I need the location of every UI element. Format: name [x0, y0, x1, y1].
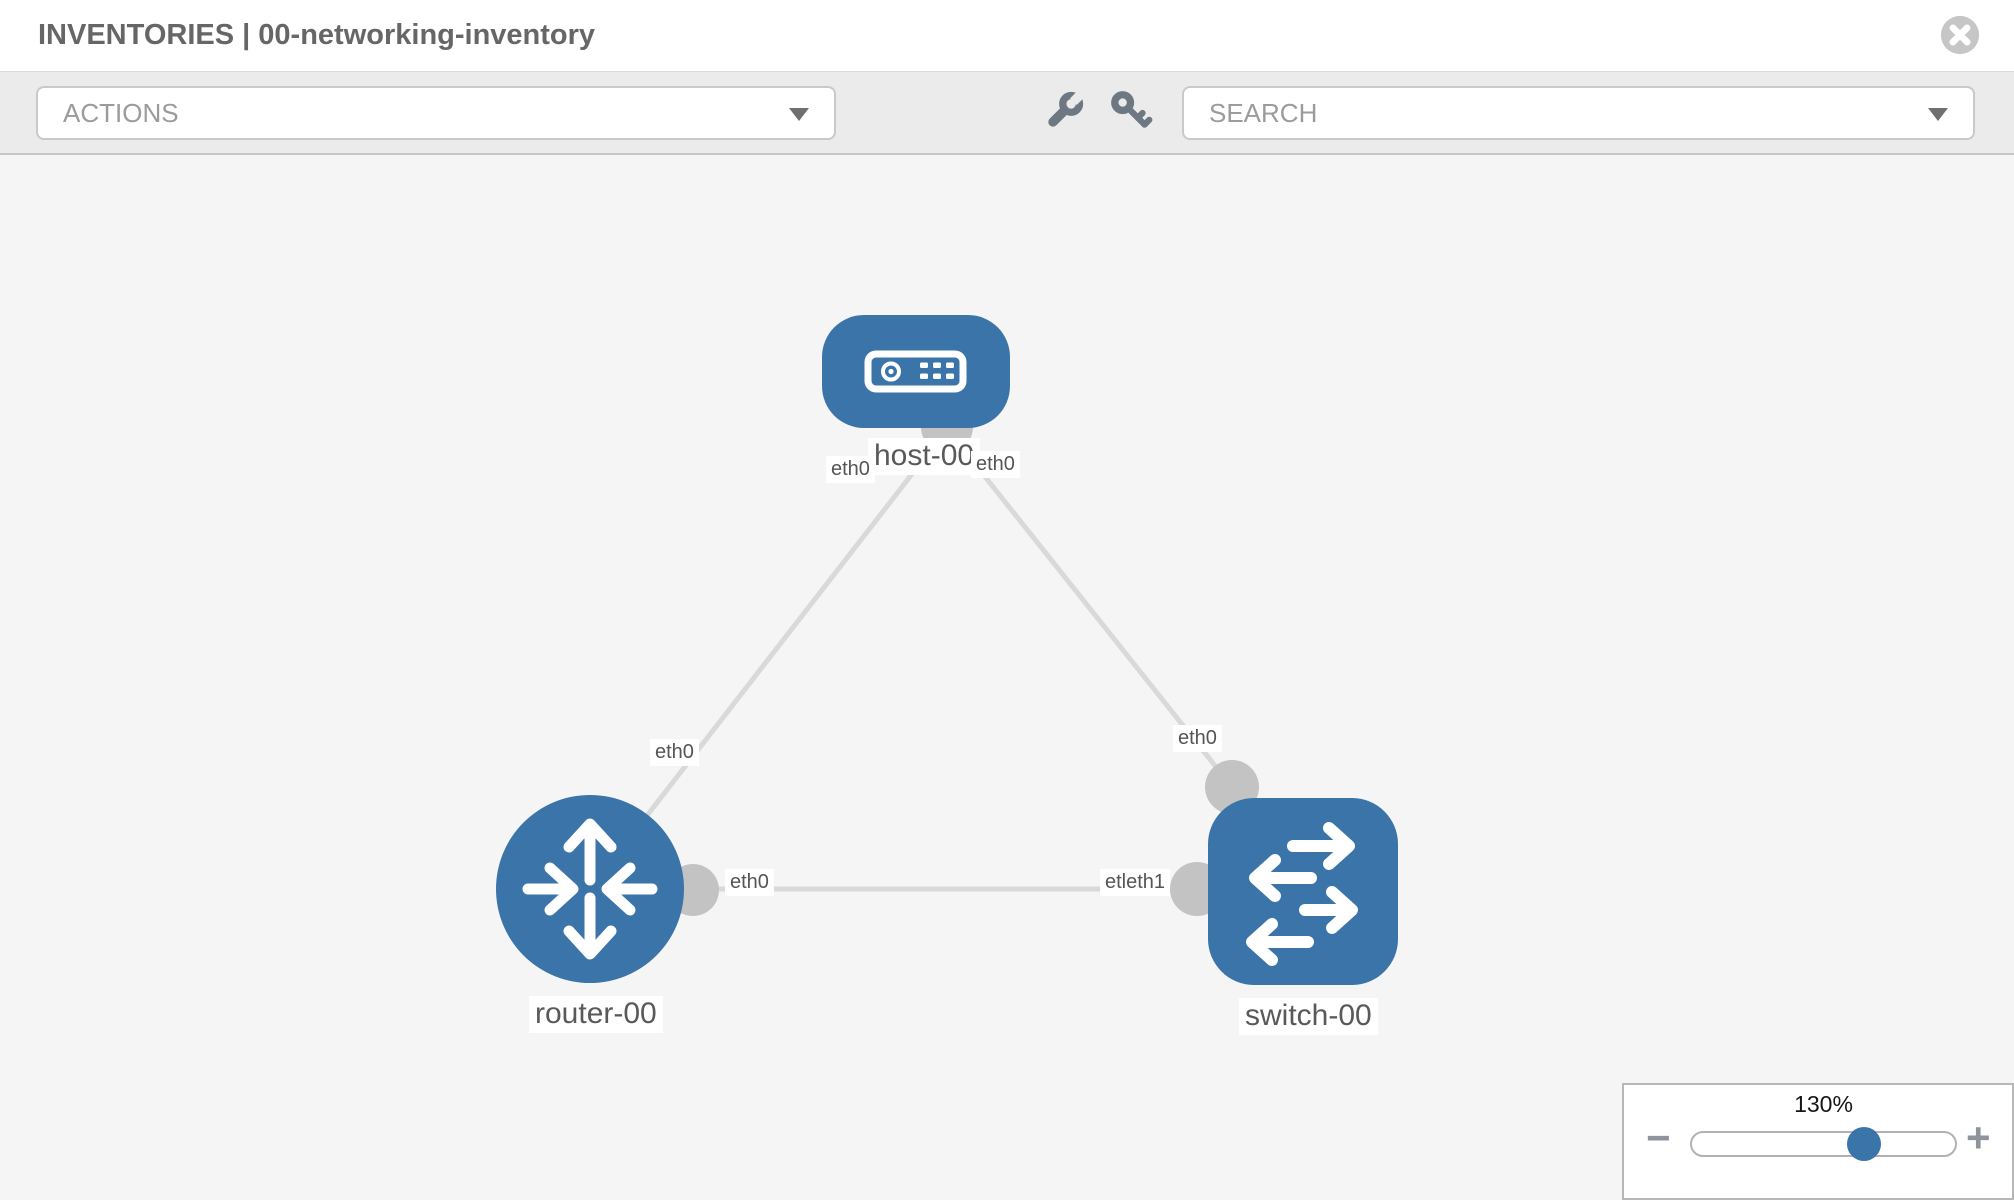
key-icon[interactable] [1108, 89, 1154, 135]
chevron-down-icon [1928, 108, 1948, 121]
interface-label-host-left: eth0 [826, 456, 875, 483]
switch-icon [1246, 822, 1358, 966]
topology-graph [496, 315, 1398, 985]
header: INVENTORIES | 00-networking-inventory [0, 0, 2014, 72]
zoom-level-label: 130% [1794, 1091, 1853, 1117]
zoom-in-button[interactable]: + [1966, 1114, 1991, 1161]
actions-dropdown[interactable]: ACTIONS [36, 86, 836, 140]
topology-canvas[interactable] [0, 155, 2014, 1200]
link-host-router [588, 427, 949, 891]
link-lines [588, 427, 1234, 892]
switch-node-label[interactable]: switch-00 [1239, 998, 1378, 1035]
server-icon [864, 350, 967, 393]
zoom-out-button[interactable]: − [1646, 1114, 1671, 1161]
close-icon[interactable] [1939, 14, 1981, 56]
actions-dropdown-label: ACTIONS [63, 98, 179, 128]
zoom-slider-track[interactable] [1690, 1131, 1957, 1157]
search-dropdown[interactable]: SEARCH [1182, 86, 1975, 140]
interface-label-router-link: eth0 [650, 739, 699, 766]
node-router-00[interactable] [496, 795, 684, 983]
host-node-label[interactable]: host-00 [868, 438, 981, 475]
zoom-slider-handle[interactable] [1846, 1127, 1881, 1161]
interface-label-router-switch-right: etleth1 [1100, 869, 1171, 896]
interface-label-switch-link: eth0 [1173, 725, 1222, 752]
search-dropdown-label: SEARCH [1209, 98, 1318, 128]
zoom-control-panel: 130% − + [1622, 1083, 2014, 1200]
node-switch-00[interactable] [1208, 798, 1398, 985]
page-title: INVENTORIES | 00-networking-inventory [38, 19, 596, 51]
node-host-00[interactable] [822, 315, 1010, 428]
interface-label-router-switch-left: eth0 [725, 869, 774, 896]
router-icon [522, 818, 658, 960]
chevron-down-icon [789, 108, 809, 121]
toolbar: ACTIONS SEARCH [0, 72, 2014, 155]
interface-label-host-right: eth0 [971, 451, 1020, 478]
interface-connectors [667, 401, 1259, 916]
router-node-label[interactable]: router-00 [529, 996, 663, 1033]
wrench-icon[interactable] [1040, 89, 1086, 135]
